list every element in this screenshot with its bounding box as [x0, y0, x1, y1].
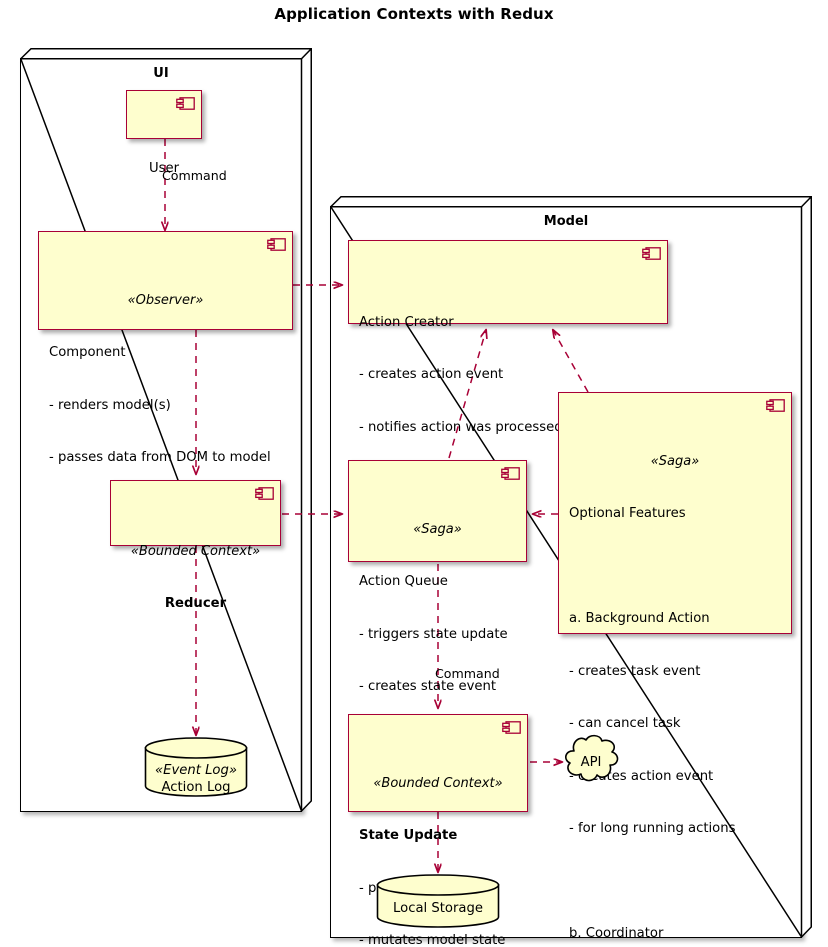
database-action-log-stereotype: «Event Log» [154, 763, 238, 778]
page-title: Application Contexts with Redux [274, 5, 554, 23]
cylinder-shape [376, 874, 500, 928]
component-observer-component[interactable]: «Observer» Component - renders model(s) … [38, 231, 293, 465]
package-ui-title: UI [153, 66, 169, 81]
component-optional-features-stereotype: «Saga» [650, 453, 700, 469]
edge-label-command-user: Command [162, 168, 227, 183]
component-optional-features-line-0 [569, 558, 781, 576]
component-reducer-name: Reducer [164, 596, 227, 611]
component-action-queue-stereotype: «Saga» [413, 521, 462, 537]
database-local-storage-name: Local Storage [393, 901, 483, 916]
component-state-update-stereotype: «Bounded Context» [373, 775, 503, 791]
cylinder-shape [144, 737, 248, 797]
component-action-creator[interactable]: Action Creator - creates action event - … [348, 240, 668, 435]
database-action-log-label: «Event Log» Action Log [144, 762, 248, 796]
component-reducer-stereotype: «Bounded Context» [130, 543, 261, 559]
component-action-queue-line-1: - creates state event [359, 679, 497, 694]
component-observer-line-0: - renders model(s) [49, 397, 171, 413]
package-model-title: Model [543, 214, 589, 229]
component-reducer[interactable]: «Bounded Context» Reducer [110, 480, 281, 611]
database-local-storage-label: Local Storage [376, 900, 500, 917]
cloud-api[interactable]: API [560, 733, 622, 793]
component-optional-features-line-3: - can cancel task [569, 716, 681, 731]
component-state-update-name: State Update [359, 828, 458, 843]
cloud-shape [565, 734, 619, 782]
cloud-api-label: API [580, 755, 602, 770]
component-optional-features[interactable]: «Saga» Optional Features a. Background A… [558, 392, 792, 941]
component-action-creator-line-0: - creates action event [359, 367, 504, 382]
component-optional-features-name: Optional Features [569, 506, 686, 521]
component-user-name: User [148, 160, 180, 176]
component-optional-features-line-6 [569, 873, 781, 891]
component-action-queue-name: Action Queue [359, 574, 448, 589]
uml-component-icon [766, 399, 785, 412]
uml-component-icon [502, 721, 521, 734]
edge-label-command-queue: Command [435, 666, 500, 681]
database-action-log-name: Action Log [161, 780, 231, 795]
component-observer-line-1: - passes data from DOM to model [49, 450, 271, 465]
database-local-storage[interactable]: Local Storage [376, 874, 500, 928]
component-optional-features-line-7: b. Coordinator [569, 926, 664, 941]
component-state-update-line-1: - mutates model state [359, 933, 506, 947]
uml-component-icon [176, 97, 195, 110]
uml-component-icon [501, 467, 520, 480]
component-optional-features-line-1: a. Background Action [569, 611, 710, 626]
component-user[interactable]: User [126, 90, 202, 176]
component-observer-stereotype: «Observer» [127, 292, 204, 308]
uml-component-icon [642, 247, 661, 260]
component-action-creator-name: Action Creator [359, 314, 454, 330]
uml-component-icon [267, 238, 286, 251]
uml-component-icon [255, 487, 274, 500]
component-action-queue-line-0: - triggers state update [359, 626, 508, 642]
component-optional-features-line-5: - for long running actions [569, 821, 736, 836]
component-observer-name: Component [49, 345, 126, 360]
component-optional-features-line-2: - creates task event [569, 663, 701, 679]
component-action-queue[interactable]: «Saga» Action Queue - triggers state upd… [348, 460, 527, 694]
database-action-log[interactable]: «Event Log» Action Log [144, 737, 248, 797]
component-state-update[interactable]: «Bounded Context» State Update - process… [348, 714, 528, 947]
